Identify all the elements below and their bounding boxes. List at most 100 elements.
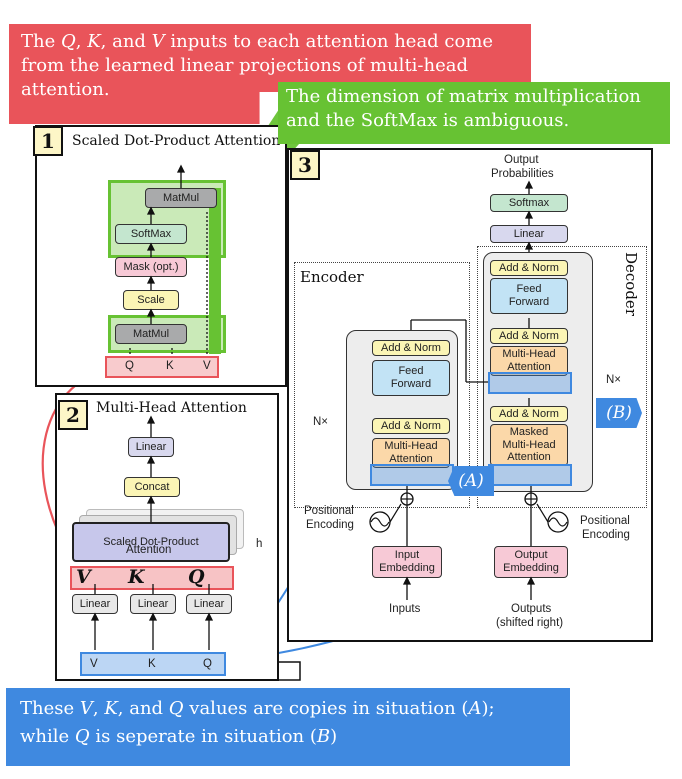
blue-sit-b: B <box>316 725 331 747</box>
blue-var-q: Q <box>168 698 184 719</box>
panel1-mask: Mask (opt.) <box>115 257 187 277</box>
red-text-c: , and <box>100 31 152 52</box>
input-embedding: Input Embedding <box>372 546 442 578</box>
nx-left: N× <box>313 416 329 428</box>
blue-text-d: values are copies in situation ( <box>183 698 469 719</box>
enc-feed-forward: Feed Forward <box>372 360 450 396</box>
panel2-concat: Concat <box>124 477 180 497</box>
panel2-sdpa: Scaled Dot-Product <box>72 522 230 562</box>
blue-text-f: while <box>20 725 75 747</box>
panel2-input-q: Q <box>203 658 212 670</box>
encoder-region <box>294 262 470 508</box>
blue-var-k: K <box>104 698 118 719</box>
panel2-sdpa-line2: Attention <box>126 544 172 556</box>
panel1-q: Q <box>125 360 134 372</box>
panel2-input-v: V <box>90 658 98 670</box>
dec-masked-mha: Masked Multi-Head Attention <box>490 424 568 466</box>
dec-add-norm-bottom: Add & Norm <box>490 406 568 422</box>
red-var-k: K <box>87 31 101 52</box>
dec-highlight-b <box>488 372 572 394</box>
panel2-proj-q: Q <box>188 566 205 588</box>
green-callout-line2: and the SoftMax is ambiguous. <box>286 109 570 131</box>
panel2-vkq-strip <box>80 652 226 676</box>
enc-add-norm-bottom: Add & Norm <box>372 418 450 434</box>
blue-text-e: ); <box>481 698 495 719</box>
panel1-k: K <box>166 360 174 372</box>
panel2-linear-k: Linear <box>130 594 176 614</box>
panel2-title: Multi-Head Attention <box>96 400 247 416</box>
dec-ff-2: Forward <box>508 296 550 308</box>
panel1-qkv-strip <box>105 356 219 378</box>
dec-add-norm-mid: Add & Norm <box>490 328 568 344</box>
dec-mha-2: Attention <box>507 361 551 373</box>
enc-mha: Multi-Head Attention <box>372 438 450 468</box>
enc-ff-1: Feed <box>398 365 424 378</box>
dec-masked-1: Masked <box>509 426 549 439</box>
output-emb-1: Output <box>514 549 548 562</box>
blue-callout-line1: These V, K, and Q values are copies in s… <box>20 695 556 723</box>
enc-mha-2: Attention <box>389 453 433 465</box>
enc-add-norm-top: Add & Norm <box>372 340 450 356</box>
green-callout: The dimension of matrix multiplication a… <box>278 82 670 144</box>
dec-ff-1: Feed <box>516 283 542 296</box>
panel1-matmul-top: MatMul <box>145 188 217 208</box>
panel2-proj-k: K <box>128 566 145 588</box>
panel2-sdpa-line1: Scaled Dot-Product <box>103 535 199 548</box>
panel1-title: Scaled Dot-Product Attention <box>72 133 281 149</box>
enc-mha-1: Multi-Head <box>384 440 438 453</box>
panel1-v: V <box>203 360 211 372</box>
inputs-label: Inputs <box>389 603 421 615</box>
situation-a-bubble: (A) <box>448 466 494 496</box>
red-text-a: The <box>21 31 61 52</box>
panel1-green-bar <box>209 188 221 354</box>
dec-add-norm-top: Add & Norm <box>490 260 568 276</box>
blue-text-g: is seperate in situation ( <box>89 725 317 747</box>
panel2-badge: 2 <box>58 400 88 430</box>
blue-text-b: , <box>92 698 105 719</box>
output-probs-1: Output <box>504 154 539 166</box>
encoder-label: Encoder <box>300 268 364 286</box>
dec-masked-2: Multi-Head <box>502 438 556 451</box>
red-text-b: , <box>75 31 88 52</box>
blue-var-q2: Q <box>74 725 90 747</box>
panel1-matmul-bottom: MatMul <box>115 324 187 344</box>
panel2-proj-v: V <box>76 566 91 588</box>
red-callout-line3: attention. <box>21 78 110 100</box>
panel1-scale: Scale <box>123 290 179 310</box>
green-callout-line1: The dimension of matrix multiplication <box>286 86 641 107</box>
red-callout-line2: from the learned linear projections of m… <box>21 54 469 76</box>
panel2-linear-q: Linear <box>186 594 232 614</box>
dec-feed-forward: Feed Forward <box>490 278 568 314</box>
red-text-d: inputs to each attention head come <box>164 31 494 52</box>
red-callout-line1: The Q, K, and V inputs to each attention… <box>21 30 519 54</box>
panel3-badge: 3 <box>290 150 320 180</box>
blue-text-a: These <box>20 698 80 719</box>
outputs-label-1: Outputs <box>511 603 552 615</box>
dec-mha-1: Multi-Head <box>502 348 556 361</box>
output-emb-2: Embedding <box>503 562 559 574</box>
output-probs-2: Probabilities <box>491 168 554 180</box>
decoder-label: Decoder <box>622 252 640 316</box>
dec-masked-3: Attention <box>507 451 551 464</box>
red-var-q: Q <box>60 31 76 52</box>
blue-var-v: V <box>79 698 93 719</box>
nx-right: N× <box>606 374 622 386</box>
input-emb-1: Input <box>394 549 420 562</box>
enc-ff-2: Forward <box>390 378 432 390</box>
pos-enc-left-1: Positional <box>304 505 354 517</box>
pos-enc-right-1: Positional <box>580 515 630 527</box>
panel2-red-highlight <box>70 566 234 590</box>
blue-callout: These V, K, and Q values are copies in s… <box>6 688 570 766</box>
panel1-badge: 1 <box>33 126 63 156</box>
panel2-linear-top: Linear <box>128 437 174 457</box>
blue-sit-a: A <box>468 698 482 719</box>
situation-b-bubble: (B) <box>596 398 642 428</box>
blue-text-c: , and <box>117 698 169 719</box>
pos-enc-left-2: Encoding <box>306 519 354 531</box>
decoder-region <box>477 246 647 508</box>
panel2-input-k: K <box>148 658 156 670</box>
